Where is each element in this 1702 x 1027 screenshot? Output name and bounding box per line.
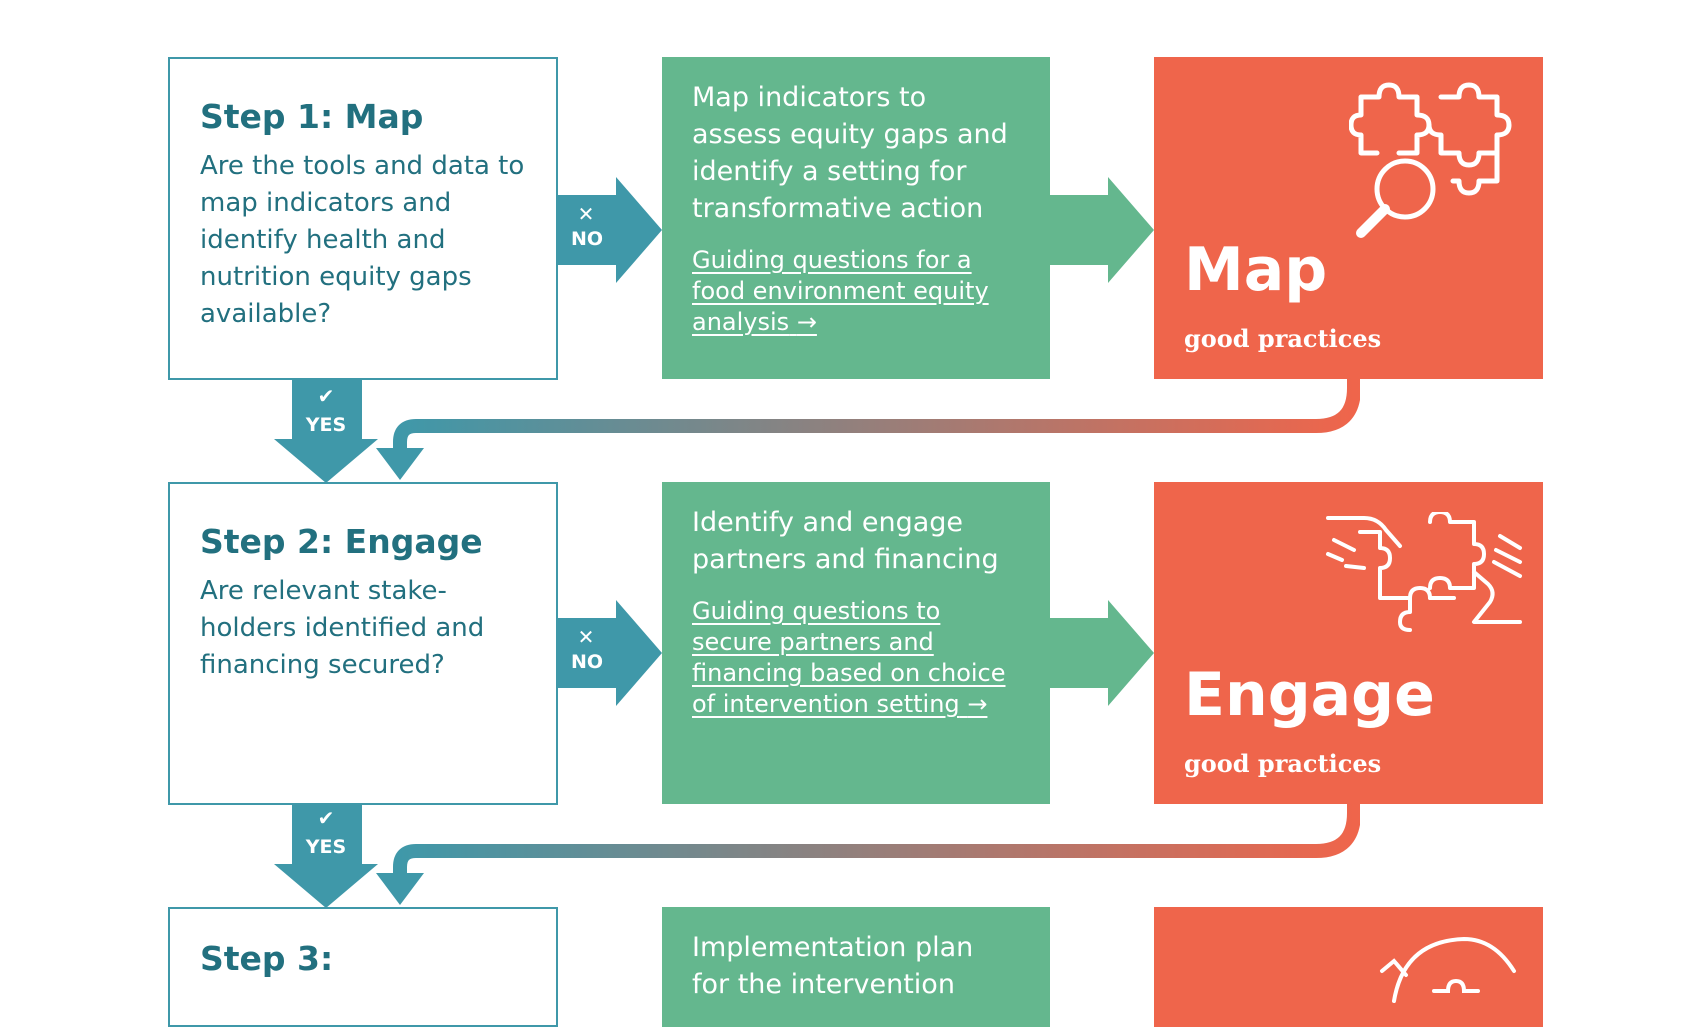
step-2-action-text: Identify and engage partners and financi… — [692, 507, 999, 575]
no-label-2: NO — [570, 651, 604, 673]
step-1-action-text: Map indicators to assess equity gaps and… — [692, 82, 1008, 224]
step-1-title: Step 1: Map — [200, 97, 424, 136]
return-connector-2 — [376, 803, 1360, 905]
step-1-action-box: Map indicators to assess equity gaps and… — [662, 57, 1050, 379]
step-1-practice-box[interactable]: Map good practices — [1154, 57, 1543, 379]
step-2-practice-sub: good practices — [1184, 749, 1382, 778]
step-3-practice-box[interactable] — [1154, 907, 1543, 1027]
x-icon: ✕ — [577, 202, 595, 226]
x-icon: ✕ — [577, 625, 595, 649]
yes-arrow-2 — [274, 804, 378, 908]
step-3-action-text: Implementation plan for the intervention — [692, 932, 974, 1000]
arrow-right-icon: → — [796, 308, 817, 336]
step-2-question: Are relevant stake-holders identified an… — [200, 576, 485, 680]
step-1-question: Are the tools and data to map indicators… — [200, 151, 525, 329]
check-icon: ✔ — [317, 806, 335, 830]
puzzle-magnifier-icon — [1349, 82, 1512, 238]
check-icon: ✔ — [317, 384, 335, 408]
step-2-guiding-link[interactable]: Guiding questions to secure partners and… — [692, 597, 1006, 718]
step-3-action-box: Implementation plan for the intervention — [662, 907, 1050, 1027]
step-2-action-box: Identify and engage partners and financi… — [662, 482, 1050, 804]
green-arrow-1 — [1048, 177, 1154, 283]
yes-label-1: YES — [305, 414, 347, 436]
puzzle-cycle-icon — [1380, 936, 1516, 1003]
no-arrow-2 — [556, 600, 662, 706]
step-2-title: Step 2: Engage — [200, 522, 483, 561]
step-1-practice-title: Map — [1184, 235, 1328, 305]
no-label-1: NO — [570, 228, 604, 250]
step-2-box: Step 2: Engage Are relevant stake-holder… — [168, 482, 558, 805]
return-connector-1 — [376, 378, 1360, 480]
no-arrow-1 — [556, 177, 662, 283]
yes-label-2: YES — [305, 836, 347, 858]
step-3-title: Step 3: — [200, 939, 334, 978]
step-1-guiding-link[interactable]: Guiding questions for a food environment… — [692, 246, 989, 336]
puzzle-handshake-icon — [1326, 512, 1522, 632]
green-arrow-2 — [1048, 600, 1154, 706]
step-3-box: Step 3: — [168, 907, 558, 1027]
step-1-box: Step 1: Map Are the tools and data to ma… — [168, 57, 558, 380]
yes-arrow-1 — [274, 379, 378, 483]
step-2-practice-box[interactable]: Engage good practices — [1154, 482, 1543, 804]
step-1-practice-sub: good practices — [1184, 324, 1382, 353]
step-2-practice-title: Engage — [1184, 660, 1435, 730]
arrow-right-icon: → — [967, 690, 988, 718]
